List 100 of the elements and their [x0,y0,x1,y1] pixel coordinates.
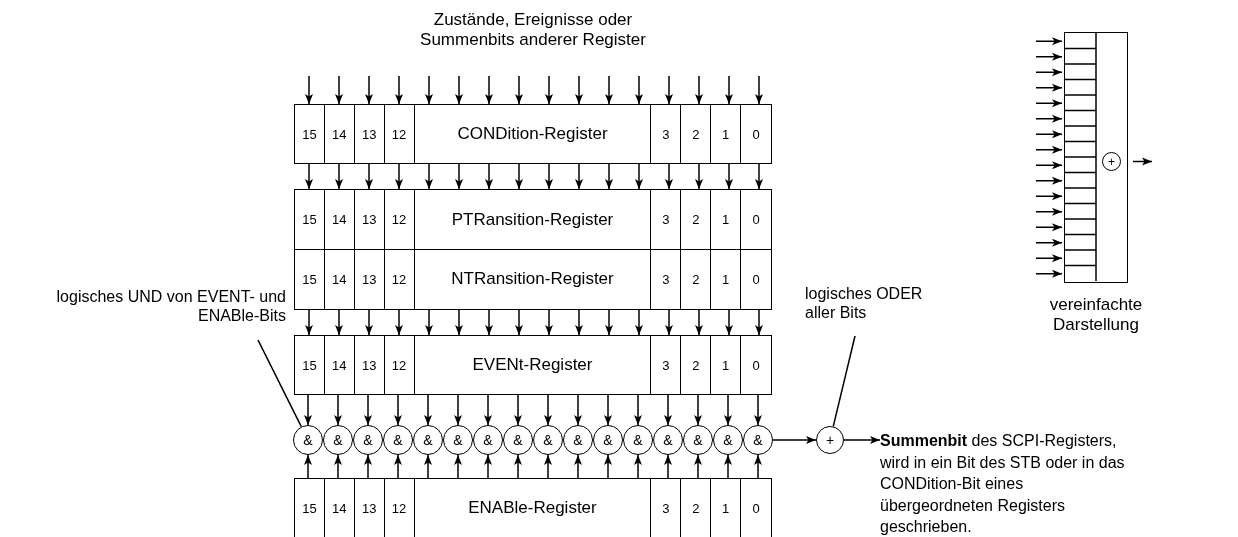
and-gate-circle: & [473,425,503,455]
arrow [1035,130,1063,139]
and-gate-circle: & [593,425,623,455]
arrow [574,454,582,479]
arrow [664,394,672,426]
bit-number: 12 [384,479,415,537]
bit-number: 2 [681,249,712,309]
arrow [1035,145,1063,154]
arrow [725,75,733,105]
bit-number: 3 [651,479,682,537]
arrow [665,308,673,336]
bit-number: 3 [651,249,682,309]
and-gate-circle: & [503,425,533,455]
arrow [755,308,763,336]
arrow [334,454,342,479]
arrow [454,394,462,426]
arrow [545,163,553,190]
arrow [1035,99,1063,108]
and-gate-circle: & [383,425,413,455]
leader-line [832,335,856,428]
arrow [424,394,432,426]
bit-number: 15 [295,479,325,537]
arrow [395,163,403,190]
arrow [335,163,343,190]
and-gate-circle: & [653,425,683,455]
and-gate-circle: & [713,425,743,455]
and-gate-circle: & [683,425,713,455]
arrow [635,75,643,105]
arrow [725,308,733,336]
register-box [294,478,772,537]
arrow [1035,238,1063,247]
heading-text: Zustände, Ereignisse oder Summenbits anderer Register [419,10,647,51]
arrow [634,454,642,479]
arrow [485,308,493,336]
arrow [545,308,553,336]
register-name: CONDition-Register [414,105,652,163]
arrow [754,454,762,479]
arrow [574,394,582,426]
arrow [544,454,552,479]
bit-number: 1 [711,105,742,163]
arrow [514,454,522,479]
register-name: EVENt-Register [414,336,652,394]
arrow [695,308,703,336]
arrow [635,308,643,336]
arrow [754,394,762,426]
arrow [575,163,583,190]
arrow [454,454,462,479]
arrow [364,454,372,479]
and-gate-circle: & [293,425,323,455]
bit-number: 0 [751,356,761,375]
bit-number: 0 [751,499,761,518]
bit-number: 15 [295,249,325,309]
arrow [395,75,403,105]
bit-number: 12 [384,105,415,163]
arrow [304,454,312,479]
arrow [665,75,673,105]
arrow [1035,192,1063,201]
arrow [364,394,372,426]
node-label: vereinfachte Darstellung [1048,295,1144,336]
arrow [545,75,553,105]
arrow [604,394,612,426]
bit-number: 15 [295,336,325,394]
arrow [605,308,613,336]
arrow [605,163,613,190]
bit-number: 14 [324,336,355,394]
arrow [395,308,403,336]
bit-number: 12 [384,249,415,309]
arrow [484,394,492,426]
arrow [725,163,733,190]
arrow [1035,161,1063,170]
bit-number: 1 [711,479,742,537]
bit-number: 13 [354,249,385,309]
arrow [305,163,313,190]
register-box [294,335,772,395]
arrow [1035,269,1063,278]
arrow [605,75,613,105]
and-gate-circle: & [323,425,353,455]
arrow [365,75,373,105]
bit-number: 15 [295,105,325,163]
arrow [484,454,492,479]
and-gate-circle: & [443,425,473,455]
arrow [695,163,703,190]
arrow [455,163,463,190]
arrow [514,394,522,426]
arrow [755,163,763,190]
bit-number: 12 [384,336,415,394]
arrow [394,394,402,426]
register-box [294,248,772,310]
bit-number: 0 [751,125,761,144]
annotation-text: logisches ODER aller Bits [805,285,955,323]
and-gate-circle: & [623,425,653,455]
or-gate-circle: + [1102,152,1121,171]
bit-number: 2 [681,105,712,163]
bit-number: 3 [651,336,682,394]
bit-number: 13 [354,105,385,163]
annotation-text: Summenbit des SCPI-Registers, wird in ein Bit des STB oder in das CONDition-Bit eines übergeordneten Registers geschrieben. [880,430,1132,537]
simplified-register-drawing [1064,32,1128,283]
bit-number: 1 [711,336,742,394]
arrow [635,163,643,190]
arrow [424,454,432,479]
